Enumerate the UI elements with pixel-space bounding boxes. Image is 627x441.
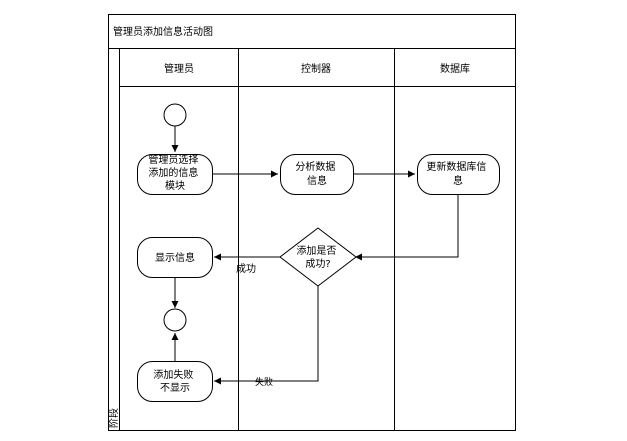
lane-header-controller: 控制器 [301,62,331,75]
analyze-line-2: 信息 [307,174,327,187]
action-analyze-data-label: 分析数据 信息 [295,160,338,187]
select-module-line-3: 模块 [165,180,185,192]
diagram-title: 管理员添加信息活动图 [113,25,213,38]
phase-label: 阶段 [107,408,120,428]
action-fail-no-show [137,361,213,402]
edge-label-failure: 失败 [255,376,273,388]
action-show-info-label: 显示信息 [155,251,195,264]
select-module-line-2: 添加的信息 [148,166,198,179]
action-fail-no-show-label: 添加失败 不显示 [153,368,196,394]
update-db-line-1: 更新数据库信 [426,160,486,173]
action-update-db [417,154,500,195]
lane-header-database: 数据库 [440,62,470,75]
action-update-db-label: 更新数据库信 息 [426,160,489,187]
final-node [163,308,187,332]
fail-line-1: 添加失败 [153,368,193,381]
decision-label: 添加是否 成功? [296,244,339,270]
analyze-line-1: 分析数据 [295,160,335,173]
edge-decision-to-fail [214,286,319,385]
decision-line-2: 成功? [305,258,330,270]
action-select-module-label: 管理员选择 添加的信息 模块 [148,153,201,192]
edge-update-to-decision [355,194,459,261]
edge-label-success: 成功 [236,263,256,275]
update-db-line-2: 息 [453,174,463,187]
decision-line-1: 添加是否 [296,244,336,257]
select-module-line-1: 管理员选择 [148,153,198,166]
initial-node [163,103,187,127]
lane-header-admin: 管理员 [164,62,194,75]
action-analyze-data [280,154,354,195]
fail-line-2: 不显示 [160,382,190,394]
